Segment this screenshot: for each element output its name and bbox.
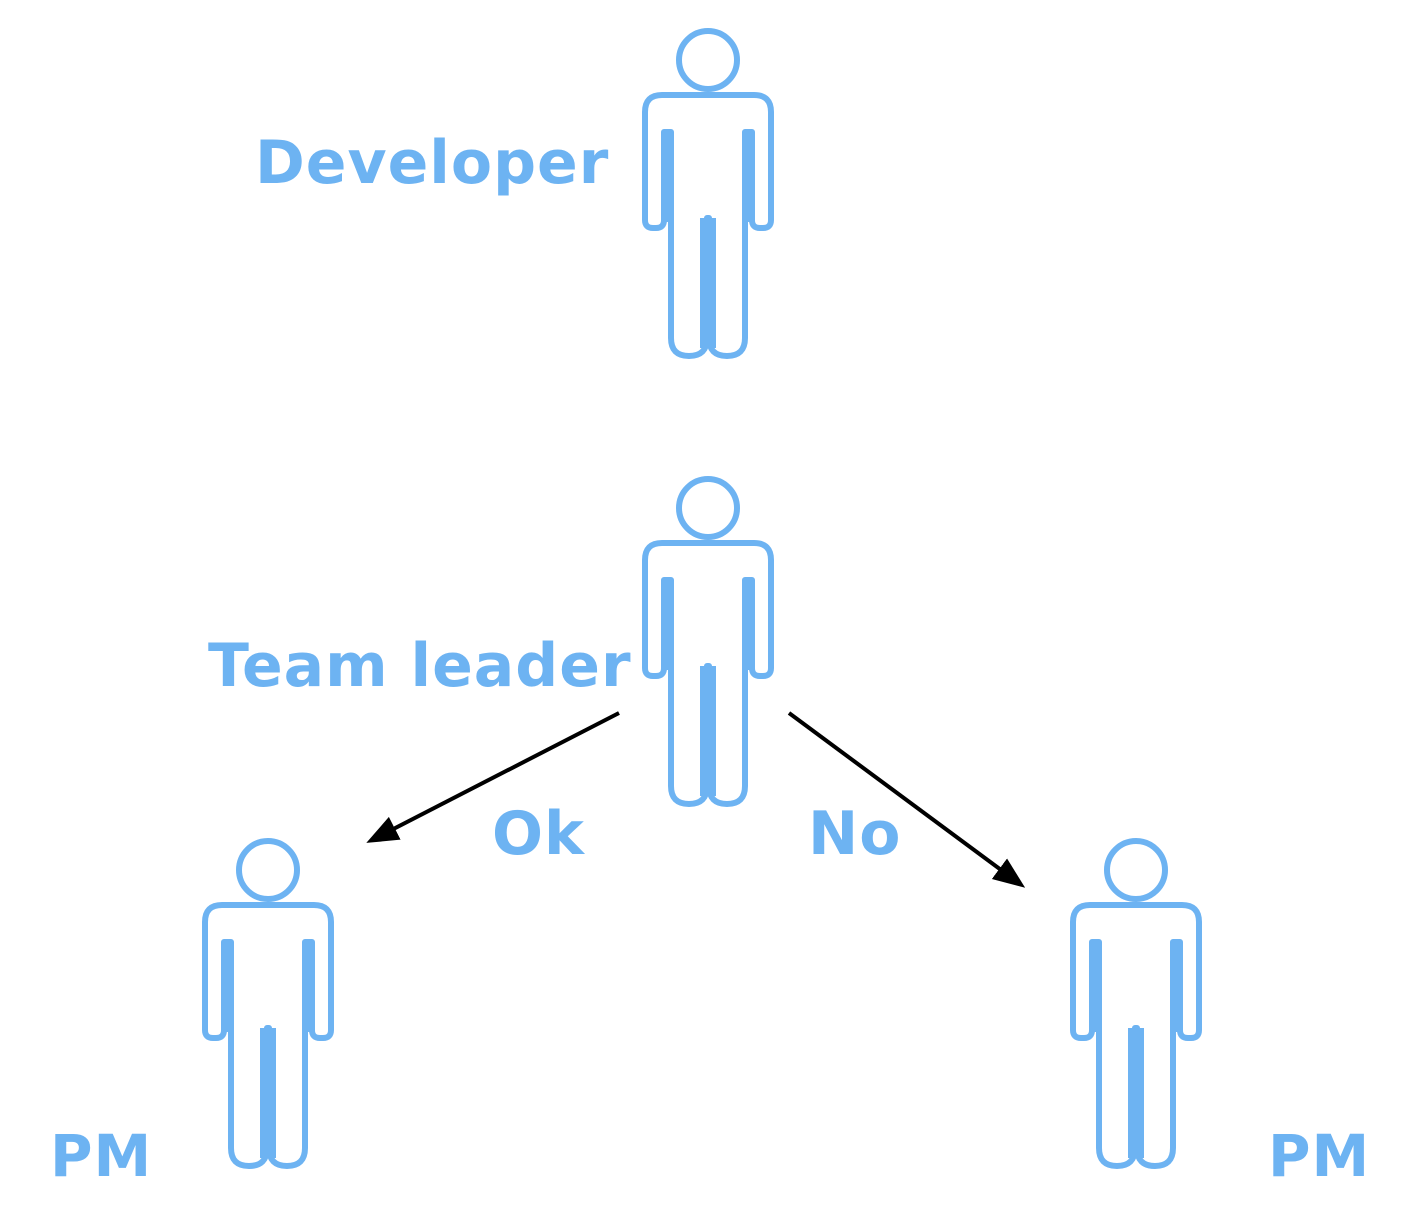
pm-right-label: PM [1268,1122,1370,1190]
pm-right-person-icon [1073,841,1199,1166]
edge-no: No [787,711,1026,888]
arrow-no [787,711,1026,888]
pm-left-label: PM [50,1122,152,1190]
arrow-ok [366,711,620,843]
developer-node: Developer [255,31,771,356]
team-leader-person-icon [645,479,771,804]
pm-left-person-icon [205,841,331,1166]
team-leader-node: Team leader [208,479,771,804]
developer-label: Developer [255,128,609,198]
pm-left-node: PM [50,841,331,1190]
pm-right-node: PM [1073,841,1370,1190]
developer-person-icon [645,31,771,356]
edge-ok-label: Ok [492,799,586,869]
team-leader-label: Team leader [208,631,632,701]
edge-no-label: No [808,799,901,869]
edge-ok: Ok [366,711,620,869]
